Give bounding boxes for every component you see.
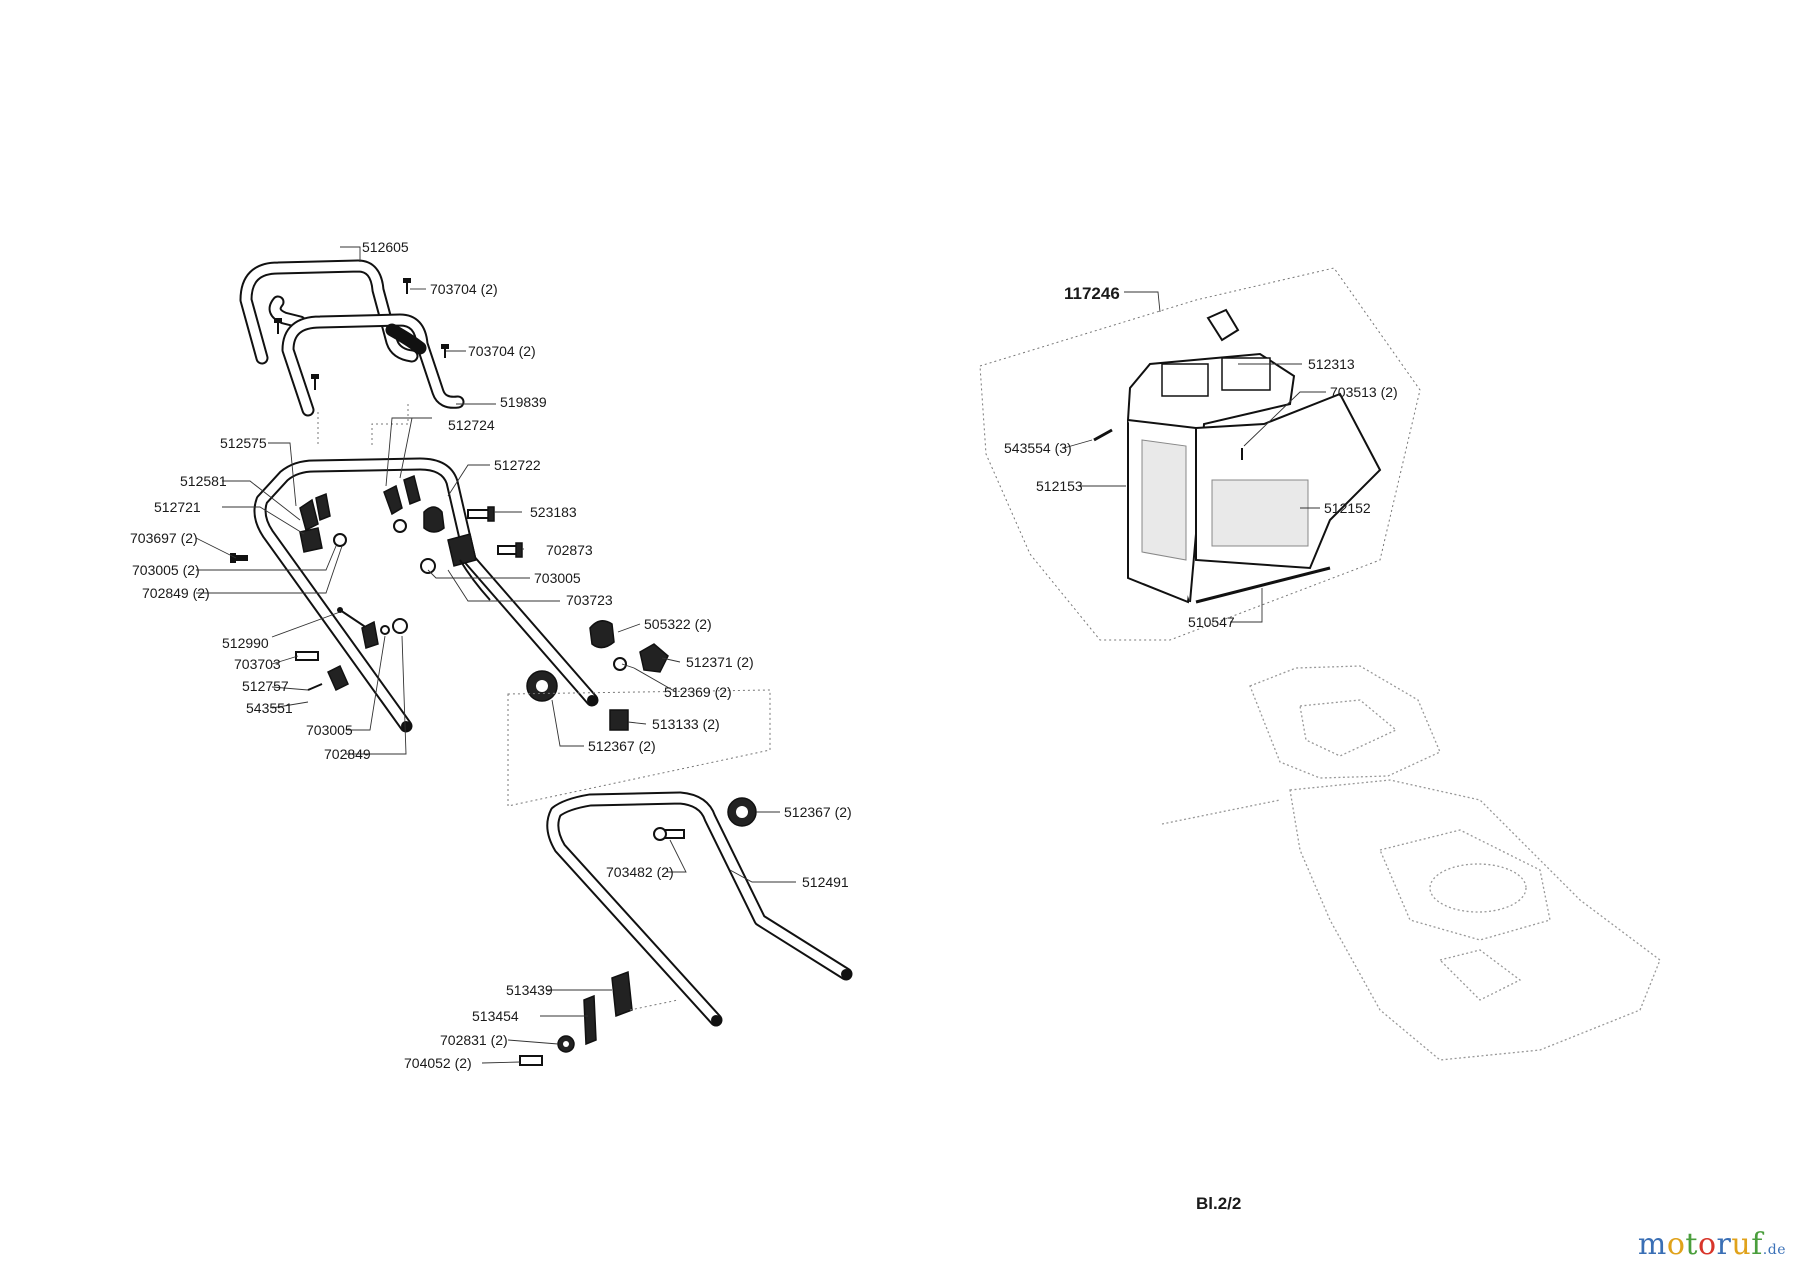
- upper-handle-512605: [239, 259, 419, 365]
- brand-letter: u: [1731, 1227, 1752, 1262]
- screw-543554: [1093, 428, 1113, 442]
- brand-letter: m: [1637, 1227, 1667, 1262]
- label-703723: 703723: [566, 592, 613, 608]
- label-703482: 703482 (2): [606, 864, 674, 880]
- label-512605: 512605: [362, 239, 409, 255]
- brand-suffix: .de: [1762, 1242, 1786, 1258]
- sheet-number: Bl.2/2: [1196, 1194, 1242, 1213]
- cable-512990: [337, 607, 379, 649]
- label-703704-a: 703704 (2): [430, 281, 498, 297]
- screw-703704: [274, 278, 449, 390]
- label-703005-a: 703005 (2): [132, 562, 200, 578]
- clamp-512757: [327, 664, 349, 692]
- clamp-512721: [299, 527, 347, 553]
- label-512722: 512722: [494, 457, 541, 473]
- label-703513: 703513 (2): [1330, 384, 1398, 400]
- label-704052: 704052 (2): [404, 1055, 472, 1071]
- label-512757: 512757: [242, 678, 289, 694]
- label-702873: 702873: [546, 542, 593, 558]
- screw-703697: [230, 553, 248, 563]
- bolt-702873: [497, 542, 523, 558]
- brand-letter: f: [1751, 1227, 1763, 1262]
- upper-handle-519839: [281, 313, 465, 417]
- label-703005-c: 703005: [306, 722, 353, 738]
- label-512581: 512581: [180, 473, 227, 489]
- label-510547: 510547: [1188, 614, 1235, 630]
- label-512575: 512575: [220, 435, 267, 451]
- nut-702831: [557, 1035, 575, 1053]
- brand-letter: t: [1685, 1227, 1698, 1262]
- label-703704-b: 703704 (2): [468, 343, 536, 359]
- lower-handle-512491: [546, 791, 853, 1027]
- brand-letter: o: [1666, 1227, 1686, 1262]
- bolt-703482: [653, 827, 685, 841]
- clip-513439: [611, 970, 633, 1018]
- label-513133: 513133 (2): [652, 716, 720, 732]
- frame-510547: [1195, 566, 1331, 604]
- screw-543551: [307, 683, 323, 691]
- label-512367-b: 512367 (2): [784, 804, 852, 820]
- label-512313: 512313: [1308, 356, 1355, 372]
- label-512369: 512369 (2): [664, 684, 732, 700]
- label-543551: 543551: [246, 700, 293, 716]
- mower-body-outline: [1161, 665, 1661, 1061]
- middle-handle-tube: [253, 457, 599, 733]
- label-117246: 117246: [1064, 284, 1120, 303]
- part-labels: 512605 703704 (2) 703704 (2) 519839 5127…: [130, 239, 1398, 1071]
- knob-512371: [613, 643, 669, 673]
- lever-512724: [383, 474, 421, 516]
- label-519839: 519839: [500, 394, 547, 410]
- label-512721: 512721: [154, 499, 201, 515]
- label-703703: 703703: [234, 656, 281, 672]
- label-513454: 513454: [472, 1008, 519, 1024]
- knob-512722: [393, 506, 445, 533]
- brand-logo: motoruf.de: [1638, 1227, 1786, 1262]
- label-512153: 512153: [1036, 478, 1083, 494]
- wheel-512367: [526, 670, 558, 702]
- label-702849-a: 702849 (2): [142, 585, 210, 601]
- label-512371: 512371 (2): [686, 654, 754, 670]
- label-702831: 702831 (2): [440, 1032, 508, 1048]
- label-512724: 512724: [448, 417, 495, 433]
- label-512152: 512152: [1324, 500, 1371, 516]
- bolt-704052: [519, 1055, 543, 1066]
- clip-513454: [583, 994, 597, 1046]
- label-512990: 512990: [222, 635, 269, 651]
- leader-lines: [195, 246, 1326, 1064]
- knob-505322: [589, 620, 615, 649]
- spring-513133: [609, 709, 629, 731]
- bolt-523183: [467, 506, 495, 522]
- lever-512575: [299, 492, 331, 532]
- label-702849-b: 702849: [324, 746, 371, 762]
- catcher-512153: [1127, 352, 1382, 604]
- brand-letter: r: [1716, 1227, 1732, 1262]
- catcher-handle-512313: [1206, 308, 1240, 342]
- label-543554: 543554 (3): [1004, 440, 1072, 456]
- wheel-512367-lower: [727, 797, 757, 827]
- label-523183: 523183: [530, 504, 577, 520]
- label-703005-b: 703005: [534, 570, 581, 586]
- label-505322: 505322 (2): [644, 616, 712, 632]
- label-512367-a: 512367 (2): [588, 738, 656, 754]
- brand-letter: o: [1697, 1227, 1717, 1262]
- label-703697: 703697 (2): [130, 530, 198, 546]
- bolt-703703: [295, 651, 319, 661]
- cable-guide-703723: [420, 533, 491, 601]
- label-513439: 513439: [506, 982, 553, 998]
- label-512491: 512491: [802, 874, 849, 890]
